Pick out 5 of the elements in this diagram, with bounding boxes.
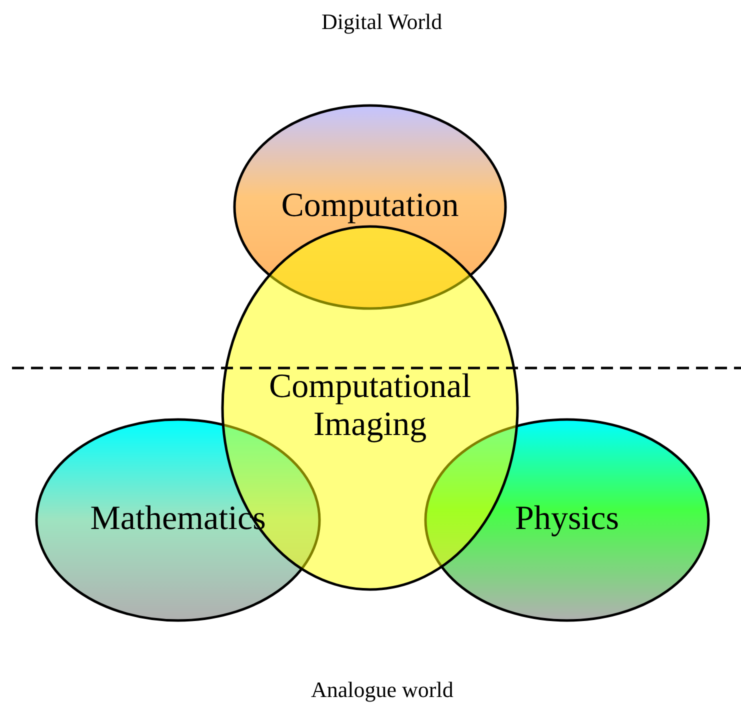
region-label: Digital World bbox=[322, 9, 442, 35]
region-label: Analogue world bbox=[311, 677, 454, 703]
ellipse-label: Computation bbox=[280, 187, 460, 225]
ellipse-label: Physics bbox=[514, 500, 620, 538]
ellipse-label: Computational Imaging bbox=[268, 368, 472, 444]
